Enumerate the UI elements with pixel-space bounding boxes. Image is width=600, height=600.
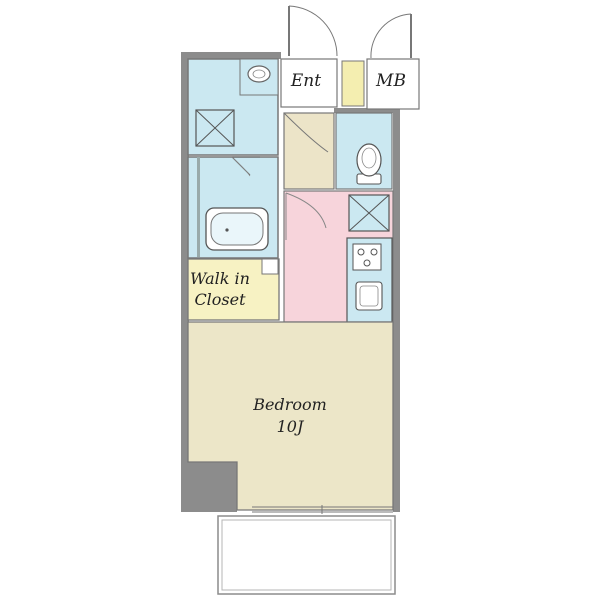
entrance-label: Ent bbox=[290, 71, 321, 91]
walls bbox=[181, 52, 400, 512]
wall-right bbox=[393, 108, 400, 512]
meter-box-label: MB bbox=[375, 71, 406, 91]
vanity-counter bbox=[239, 58, 279, 96]
toilet-icon bbox=[356, 143, 382, 185]
entrance-label-box bbox=[280, 58, 338, 108]
sink-icon bbox=[247, 65, 271, 83]
bedroom-floor bbox=[187, 321, 394, 511]
wall-left-inner-upper bbox=[181, 52, 186, 152]
wall-left bbox=[181, 52, 189, 512]
closet-label-line2: Closet bbox=[194, 290, 246, 309]
stove-icon bbox=[352, 243, 382, 271]
bathtub-icon bbox=[205, 207, 269, 251]
closet-pipe-shaft bbox=[261, 258, 279, 275]
closet-label-line1: Walk in bbox=[190, 269, 250, 288]
wall-left-lower-block bbox=[181, 462, 237, 512]
bath-partition bbox=[197, 157, 200, 257]
kitchen-sink-icon bbox=[355, 281, 383, 311]
wall-top-left bbox=[181, 52, 281, 59]
bedroom-size: 10J bbox=[277, 417, 305, 436]
kitchen-door-swing bbox=[285, 192, 327, 240]
entrance-door-left bbox=[288, 5, 338, 57]
window-sash bbox=[252, 505, 393, 514]
entrance-door-swing bbox=[283, 112, 329, 153]
bedroom-label: Bedroom bbox=[252, 395, 327, 414]
washer-pan-icon bbox=[195, 109, 235, 147]
entrance-floor bbox=[283, 112, 335, 190]
meter-box bbox=[366, 58, 420, 110]
wall-top-right bbox=[334, 108, 400, 113]
fridge-space-icon bbox=[348, 194, 390, 232]
entrance-door-right bbox=[370, 13, 412, 59]
balcony bbox=[217, 515, 396, 595]
ent-shoe-box bbox=[341, 60, 365, 107]
balcony-inner-rail bbox=[221, 519, 392, 591]
